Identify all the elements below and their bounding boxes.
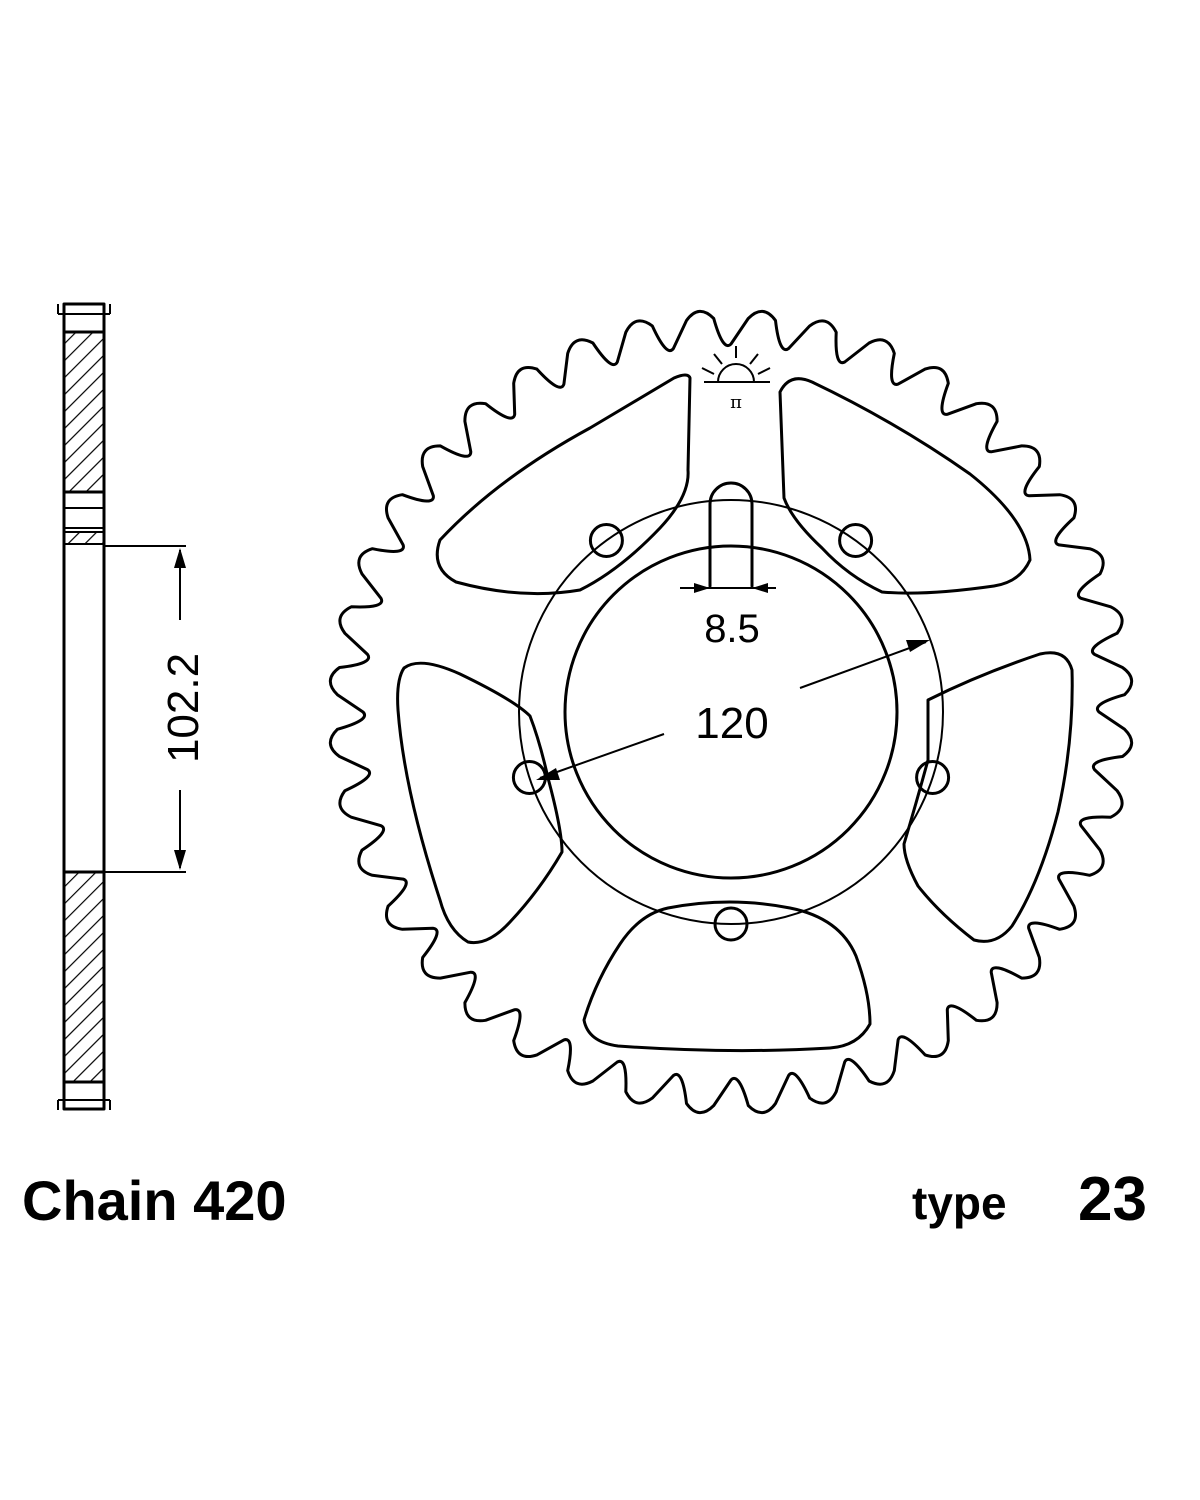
top-slot bbox=[708, 481, 754, 588]
center-bore bbox=[563, 544, 899, 880]
cutout-top-right bbox=[778, 377, 1032, 595]
sprocket-teeth-outline bbox=[328, 309, 1134, 1115]
bolt-hole bbox=[588, 523, 624, 558]
bolt-hole bbox=[915, 760, 951, 795]
type-number: 23 bbox=[1078, 1165, 1147, 1234]
dimension-8-5: 8.5 bbox=[680, 583, 776, 651]
bolt-hole bbox=[713, 906, 749, 942]
cutout-left bbox=[396, 661, 564, 945]
side-hatch-bottom bbox=[62, 870, 106, 1084]
bolt-hole bbox=[838, 523, 874, 558]
svg-text:π: π bbox=[730, 392, 742, 413]
manufacturer-logo-icon: π bbox=[701, 346, 771, 413]
dimension-8-5-label: 8.5 bbox=[704, 607, 760, 651]
sprocket-front-view: π 8.5 120 bbox=[328, 309, 1134, 1115]
dimension-120-label: 120 bbox=[695, 699, 768, 748]
dimension-120: 120 bbox=[536, 640, 930, 780]
dimension-102-2-label: 102.2 bbox=[159, 653, 208, 763]
side-view: 102.2 bbox=[57, 302, 208, 1111]
chain-size-label: Chain 420 bbox=[22, 1169, 287, 1232]
side-hatch-hub bbox=[63, 531, 105, 545]
cutout-right bbox=[902, 651, 1074, 943]
side-hatch-top bbox=[62, 330, 106, 494]
cutout-bottom bbox=[582, 900, 872, 1053]
cutout-top-left bbox=[435, 373, 692, 596]
type-label: type bbox=[912, 1177, 1007, 1229]
side-view-outline bbox=[62, 302, 106, 1111]
bolt-circle bbox=[518, 499, 944, 925]
dimension-102-2: 102.2 bbox=[104, 545, 208, 873]
